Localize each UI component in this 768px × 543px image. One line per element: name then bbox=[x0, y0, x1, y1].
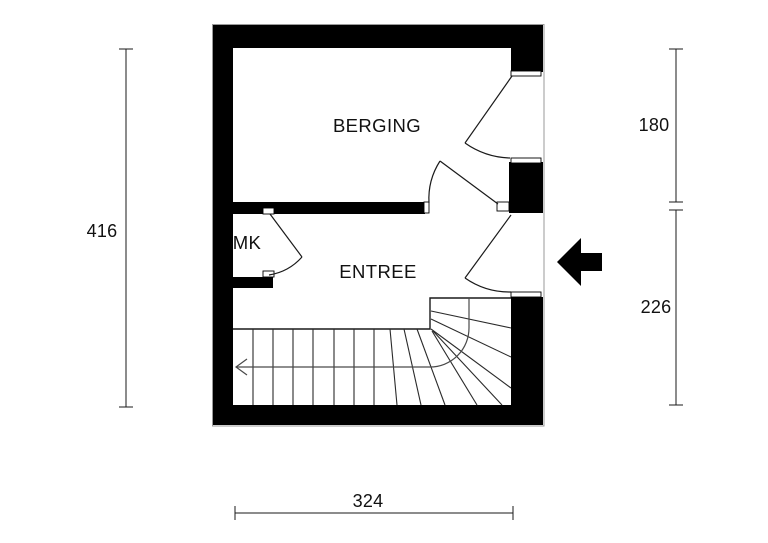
dim-label-right-226: 226 bbox=[641, 297, 672, 317]
dim-label-right-180: 180 bbox=[639, 115, 670, 135]
front-entrance-door bbox=[464, 214, 512, 293]
door-jambs bbox=[262, 70, 542, 298]
wall-bottom bbox=[213, 405, 543, 425]
wall-block-mid-right bbox=[509, 162, 543, 213]
stair-winder-treads bbox=[430, 310, 512, 406]
dim-line-right-upper bbox=[669, 48, 683, 203]
wall-block-top-right bbox=[511, 48, 543, 72]
wall-block-bottom-right bbox=[511, 297, 543, 405]
room-label-berging: BERGING bbox=[333, 115, 421, 136]
outer-wall-contour bbox=[212, 24, 545, 427]
walk-line-arrow-icon bbox=[234, 358, 248, 376]
dim-line-bottom bbox=[234, 506, 514, 520]
door-jamb bbox=[510, 70, 542, 77]
berging-entree-interior-door bbox=[428, 160, 499, 205]
wall-top bbox=[213, 25, 543, 48]
dim-line-left bbox=[119, 48, 133, 408]
door-jamb bbox=[262, 207, 275, 215]
wall-left bbox=[213, 25, 233, 425]
dimension-lines bbox=[119, 48, 683, 520]
door-jamb bbox=[423, 201, 430, 214]
doors bbox=[268, 75, 513, 293]
dim-label-left-416: 416 bbox=[87, 221, 118, 241]
dim-label-bottom-324: 324 bbox=[353, 491, 384, 511]
wall-divider-berging-entree bbox=[233, 202, 425, 214]
room-label-mk: MK bbox=[233, 232, 262, 253]
door-jamb bbox=[510, 291, 542, 298]
staircase bbox=[233, 297, 512, 406]
entrance-arrow-icon bbox=[557, 238, 602, 286]
stair-outline bbox=[233, 297, 511, 330]
mk-closet-door bbox=[268, 213, 303, 276]
room-label-entree: ENTREE bbox=[339, 261, 416, 282]
berging-exterior-door bbox=[464, 75, 513, 159]
walls bbox=[213, 25, 543, 425]
stair-walk-line bbox=[234, 298, 470, 376]
wall-mk-stub bbox=[233, 277, 273, 288]
door-jamb bbox=[510, 157, 542, 164]
door-jamb bbox=[496, 201, 510, 212]
dim-line-right-lower bbox=[669, 209, 683, 406]
